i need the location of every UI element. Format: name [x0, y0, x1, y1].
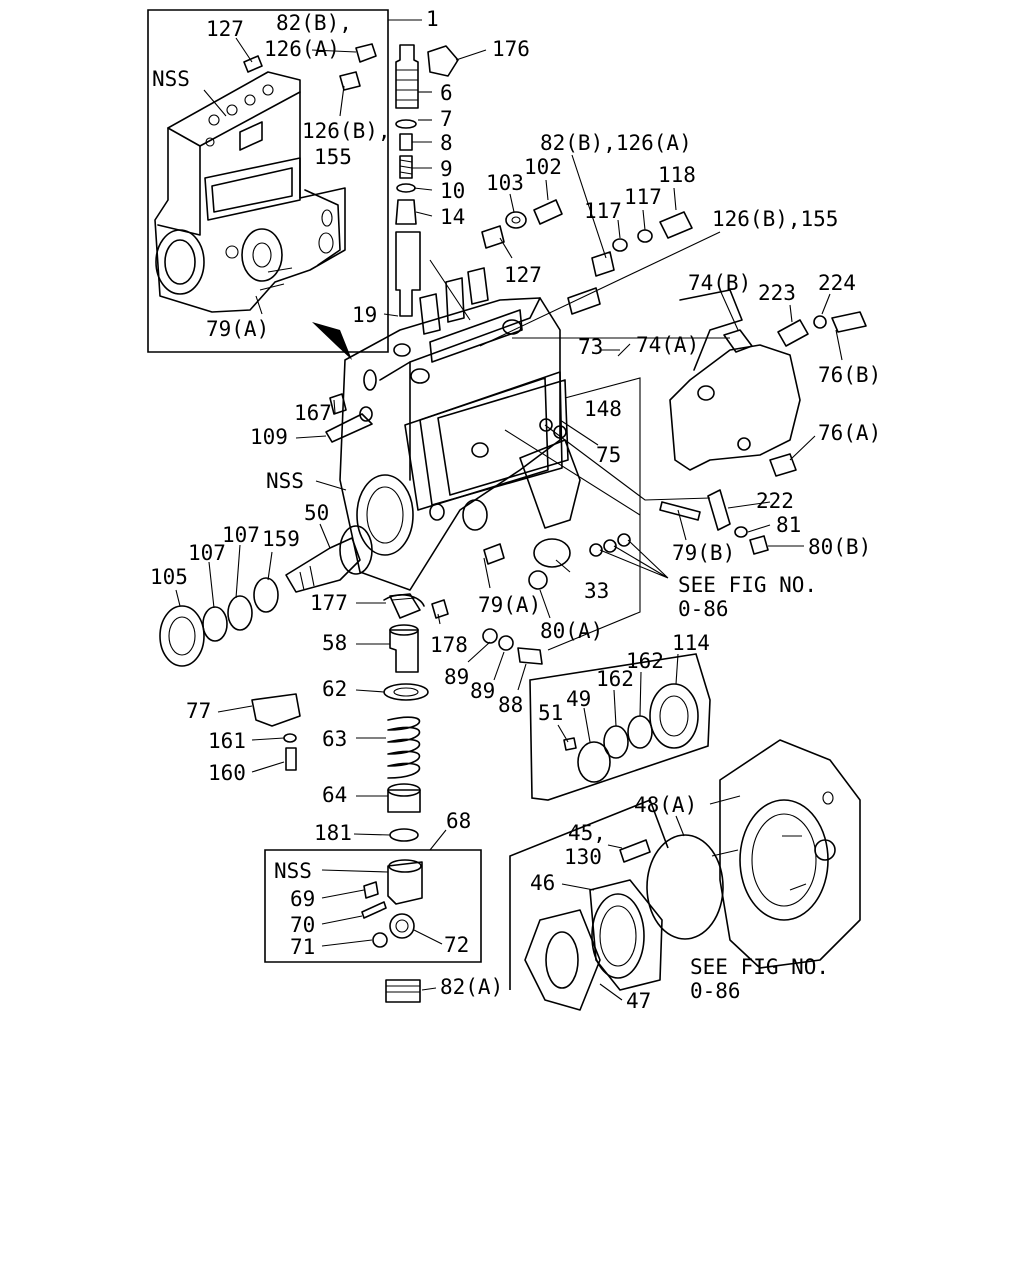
label-7: 7: [440, 107, 453, 131]
label-74a: 74(A): [636, 333, 699, 357]
label-82b-126a-top-line1: 82(B),: [276, 11, 352, 35]
label-222: 222: [756, 489, 794, 513]
label-19: 19: [352, 303, 377, 327]
delivery-valve-stack: [395, 44, 459, 317]
label-88: 88: [498, 693, 523, 717]
label-178: 178: [430, 633, 468, 657]
label-45-line1: 45,: [568, 821, 606, 845]
label-49: 49: [566, 687, 591, 711]
label-6: 6: [440, 81, 453, 105]
label-see-fig-1-line1: SEE FIG NO.: [678, 573, 817, 597]
main-housing: [325, 297, 581, 591]
label-73: 73: [578, 335, 603, 359]
label-nss-bottom: NSS: [274, 859, 312, 883]
label-70: 70: [290, 913, 315, 937]
end-cover-assembly: [509, 739, 861, 1011]
label-107-a: 107: [222, 523, 260, 547]
label-160: 160: [208, 761, 246, 785]
label-105: 105: [150, 565, 188, 589]
label-see-fig-2-line2: 0-86: [690, 979, 741, 1003]
label-64: 64: [322, 783, 347, 807]
label-62: 62: [322, 677, 347, 701]
label-1: 1: [426, 7, 439, 31]
label-50: 50: [304, 501, 329, 525]
label-114: 114: [672, 631, 710, 655]
label-82b-126a-right: 82(B),126(A): [540, 131, 692, 155]
label-167: 167: [294, 401, 332, 425]
label-127-mid: 127: [504, 263, 542, 287]
label-89-a: 89: [444, 665, 469, 689]
label-79a-top: 79(A): [206, 317, 269, 341]
label-51: 51: [538, 701, 563, 725]
label-107-b: 107: [188, 541, 226, 565]
label-80b: 80(B): [808, 535, 871, 559]
label-77: 77: [186, 699, 211, 723]
label-33: 33: [584, 579, 609, 603]
label-68: 68: [446, 809, 471, 833]
label-176: 176: [492, 37, 530, 61]
bearing-box: [529, 653, 711, 801]
label-81: 81: [776, 513, 801, 537]
label-162-a: 162: [626, 649, 664, 673]
label-nss-mid: NSS: [266, 469, 304, 493]
leader-frames: [429, 231, 730, 651]
label-79b: 79(B): [672, 541, 735, 565]
label-8: 8: [440, 131, 453, 155]
label-224: 224: [818, 271, 856, 295]
label-80a: 80(A): [540, 619, 603, 643]
label-79a-mid: 79(A): [478, 593, 541, 617]
label-148: 148: [584, 397, 622, 421]
label-126b-155-top-line2: 155: [314, 145, 352, 169]
fittings: [419, 199, 693, 335]
label-159: 159: [262, 527, 300, 551]
label-9: 9: [440, 157, 453, 181]
governor-cover: [539, 289, 867, 555]
label-126b-155-right: 126(B),155: [712, 207, 838, 231]
label-58: 58: [322, 631, 347, 655]
label-161: 161: [208, 729, 246, 753]
label-89-b: 89: [470, 679, 495, 703]
label-45-line2: 130: [564, 845, 602, 869]
label-82b-126a-top-line2: 126(A): [264, 37, 340, 61]
label-109: 109: [250, 425, 288, 449]
label-177: 177: [310, 591, 348, 615]
leader-lines: [175, 37, 843, 1001]
label-102: 102: [524, 155, 562, 179]
label-71: 71: [290, 935, 315, 959]
label-see-fig-2-line1: SEE FIG NO.: [690, 955, 829, 979]
direction-arrow: [312, 322, 352, 360]
label-14: 14: [440, 205, 465, 229]
inset-box-68: [264, 829, 482, 963]
label-nss-top: NSS: [152, 67, 190, 91]
label-10: 10: [440, 179, 465, 203]
label-117-a: 117: [584, 199, 622, 223]
label-74b: 74(B): [688, 271, 751, 295]
label-see-fig-1-line2: 0-86: [678, 597, 729, 621]
label-48a: 48(A): [634, 793, 697, 817]
label-126b-155-top-line1: 126(B),: [302, 119, 391, 143]
label-75: 75: [596, 443, 621, 467]
label-223: 223: [758, 281, 796, 305]
label-117-b: 117: [624, 185, 662, 209]
label-162-b: 162: [596, 667, 634, 691]
label-72: 72: [444, 933, 469, 957]
label-127-top: 127: [206, 17, 244, 41]
clamp-parts: [251, 693, 301, 771]
label-69: 69: [290, 887, 315, 911]
label-118: 118: [658, 163, 696, 187]
label-47: 47: [626, 989, 651, 1013]
callout-labels: 1 127 82(B), 126(A) NSS 126(B), 155 79(A…: [150, 7, 881, 1013]
label-181: 181: [314, 821, 352, 845]
plunger-spring-stack: [383, 593, 449, 1003]
label-76b: 76(B): [818, 363, 881, 387]
inset-box: [147, 9, 422, 353]
washers-oring: [482, 533, 669, 665]
label-63: 63: [322, 727, 347, 751]
label-46: 46: [530, 871, 555, 895]
label-76a: 76(A): [818, 421, 881, 445]
label-103: 103: [486, 171, 524, 195]
label-82a: 82(A): [440, 975, 503, 999]
